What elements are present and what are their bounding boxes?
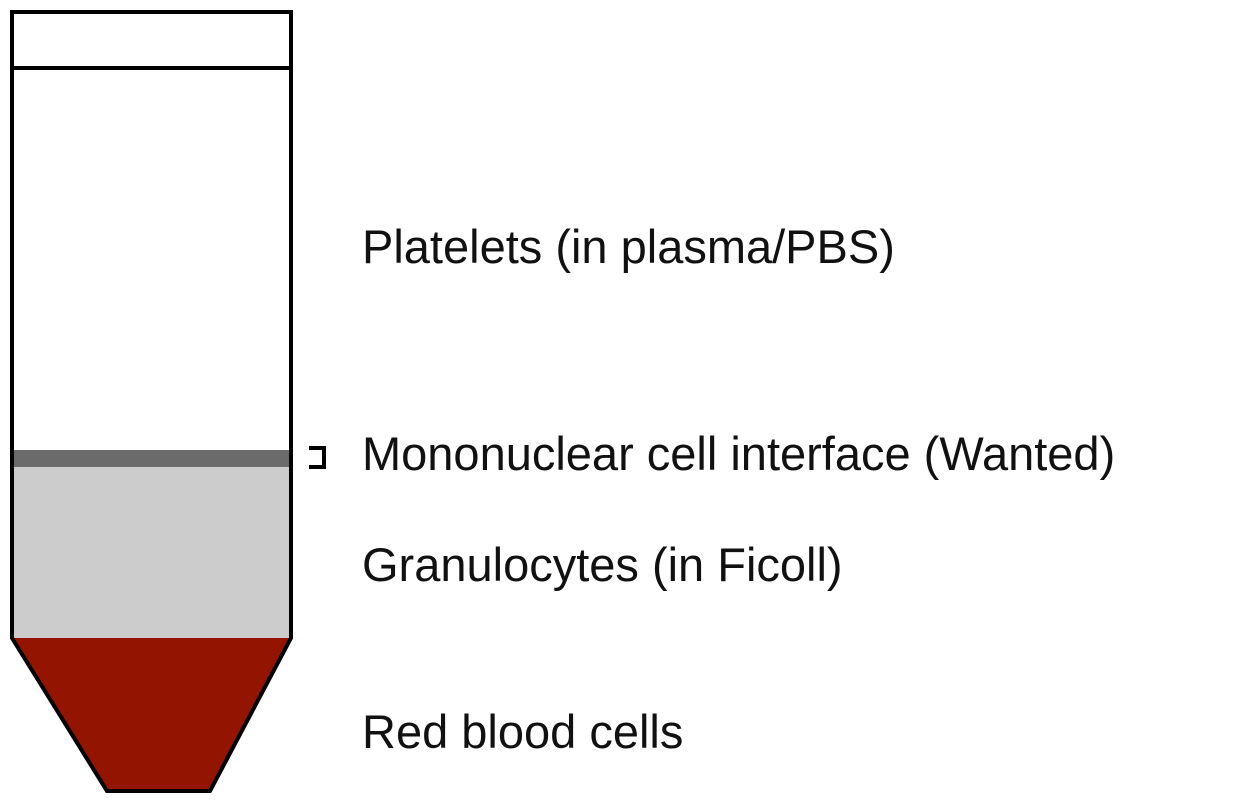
red-blood-cells-layer bbox=[12, 638, 291, 791]
label-platelets: Platelets (in plasma/PBS) bbox=[362, 220, 895, 273]
label-mononuclear-interface: Mononuclear cell interface (Wanted) bbox=[362, 427, 1115, 480]
tube-cap bbox=[10, 10, 293, 70]
tube-outline bbox=[10, 10, 293, 793]
ficoll-layer bbox=[12, 467, 291, 638]
plasma-layer bbox=[12, 68, 291, 450]
label-red-blood-cells: Red blood cells bbox=[362, 705, 683, 758]
label-granulocytes: Granulocytes (in Ficoll) bbox=[362, 538, 843, 591]
interface-bracket bbox=[309, 446, 326, 469]
mononuclear-interface-band bbox=[12, 450, 291, 467]
